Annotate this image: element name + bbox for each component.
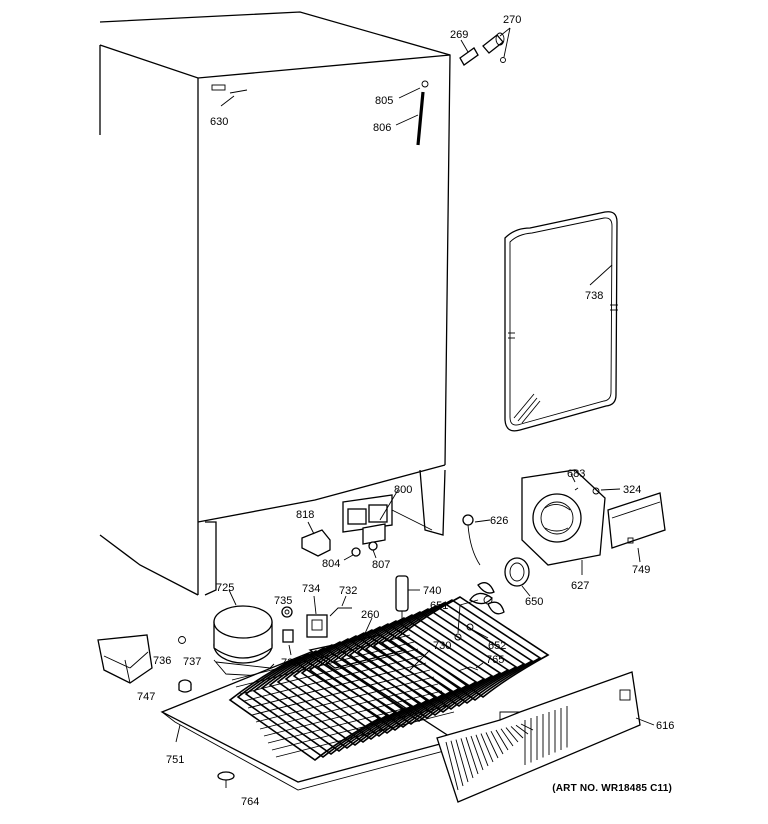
label-738: 738 (585, 290, 603, 302)
coil-tube (275, 711, 455, 758)
clip-765 (457, 662, 484, 672)
label-800: 800 (394, 484, 412, 496)
grille-slot (495, 729, 509, 751)
coil-tube (251, 669, 431, 716)
coil-tube (239, 648, 419, 695)
compressor-725 (213, 589, 275, 677)
clip-732 (329, 595, 352, 617)
coil-tube (243, 655, 423, 702)
part-735 (281, 606, 293, 618)
label-818: 818 (296, 509, 314, 521)
label-805: 805 (375, 95, 393, 107)
label-652: 652 (488, 640, 506, 652)
label-730: 730 (433, 640, 451, 652)
label-806: 806 (373, 122, 391, 134)
grille-slot (500, 728, 514, 747)
part-269-270 (459, 27, 511, 66)
grille-slot (505, 727, 519, 743)
grille-slot (475, 734, 489, 767)
relay-734 (306, 595, 328, 638)
coil-tube (267, 697, 447, 744)
label-747: 747 (137, 691, 155, 703)
label-733: 733 (281, 657, 299, 669)
grille-slots (445, 706, 568, 791)
grille-slot (490, 730, 504, 755)
label-732: 732 (339, 585, 357, 597)
grille-slot (515, 724, 529, 735)
grille-slot (450, 740, 464, 787)
fan-shroud-627 (521, 469, 606, 575)
label-751: 751 (166, 754, 184, 766)
label-804: 804 (322, 558, 340, 570)
bracket-818 (301, 521, 331, 557)
coil-tube (271, 704, 451, 751)
coil-row (388, 599, 542, 702)
label-324: 324 (623, 484, 641, 496)
grille-slot (480, 733, 494, 763)
label-616: 616 (656, 720, 674, 732)
grille-slot (485, 732, 499, 759)
label-740: 740 (423, 585, 441, 597)
grille-slot (510, 726, 524, 739)
screw-324 (592, 487, 621, 495)
label-765: 765 (486, 654, 504, 666)
label-626: 626 (490, 515, 508, 527)
grille-slot (470, 735, 484, 771)
label-651: 651 (430, 600, 448, 612)
grille-slot (445, 741, 459, 791)
part-736 (178, 636, 186, 644)
coil-tube (231, 634, 411, 681)
label-734: 734 (302, 583, 320, 595)
part-733 (282, 629, 294, 656)
label-807: 807 (372, 559, 390, 571)
coil-tube (235, 641, 415, 688)
parts-804-807 (343, 541, 378, 561)
coil-row (396, 596, 550, 699)
capacitor-740 (395, 575, 420, 625)
label-736: 736 (153, 655, 171, 667)
coil-tube (247, 662, 427, 709)
label-683: 683 (567, 468, 585, 480)
label-764: 764 (241, 796, 259, 808)
grille-slot (455, 739, 469, 783)
condenser-coil-rows (228, 596, 550, 762)
fan-motor-650 (504, 557, 531, 597)
coil-tube (255, 676, 435, 723)
cabinet (99, 11, 451, 596)
foot-764 (217, 771, 235, 788)
valve-800 (342, 489, 433, 545)
grille-slot (460, 738, 474, 779)
label-737: 737 (183, 656, 201, 668)
part-626 (462, 514, 491, 566)
callout-labels: 269 270 805 806 630 738 800 818 804 807 … (137, 14, 674, 808)
coil-tube (263, 690, 443, 737)
label-735: 735 (274, 595, 292, 607)
fan-blade-651 (454, 582, 505, 641)
cover-749 (607, 492, 666, 563)
label-630: 630 (210, 116, 228, 128)
label-749: 749 (632, 564, 650, 576)
condenser-730 (228, 596, 550, 762)
cover-747 (97, 634, 153, 684)
coil-tube (259, 683, 439, 730)
gasket-738 (504, 211, 618, 432)
label-627: 627 (571, 580, 589, 592)
label-650: 650 (525, 596, 543, 608)
label-725: 725 (216, 582, 234, 594)
label-270: 270 (503, 14, 521, 26)
label-269: 269 (450, 29, 468, 41)
art-number: (ART NO. WR18485 C11) (552, 783, 672, 794)
label-260: 260 (361, 609, 379, 621)
part-737 (178, 679, 192, 693)
grille-slot (465, 737, 479, 775)
grille-616 (436, 671, 655, 803)
